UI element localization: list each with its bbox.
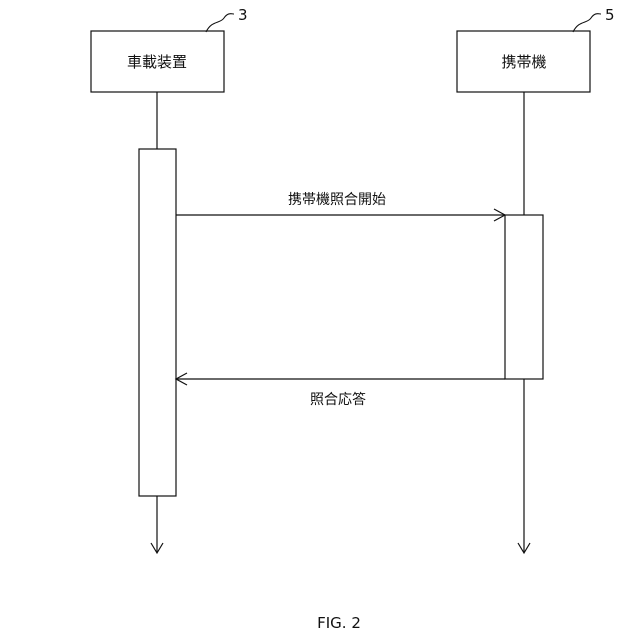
- ref-leader-5: [573, 14, 601, 32]
- ref-numeral-5: 5: [605, 6, 615, 24]
- participant-label-vehicle-device: 車載装置: [127, 53, 187, 71]
- message-label-collation-start: 携帯機照合開始: [288, 192, 386, 208]
- message-label-collation-response: 照合応答: [310, 391, 366, 408]
- figure-caption: FIG. 2: [317, 614, 361, 632]
- participant-portable-device: 携帯機: [457, 31, 590, 92]
- ref-leader-3: [206, 14, 234, 32]
- participant-vehicle-device: 車載装置: [91, 31, 224, 92]
- participant-label-portable-device: 携帯機: [501, 53, 546, 71]
- activation-box-portable-device: [505, 215, 543, 379]
- ref-numeral-3: 3: [238, 6, 248, 24]
- activation-box-vehicle-device: [139, 149, 176, 496]
